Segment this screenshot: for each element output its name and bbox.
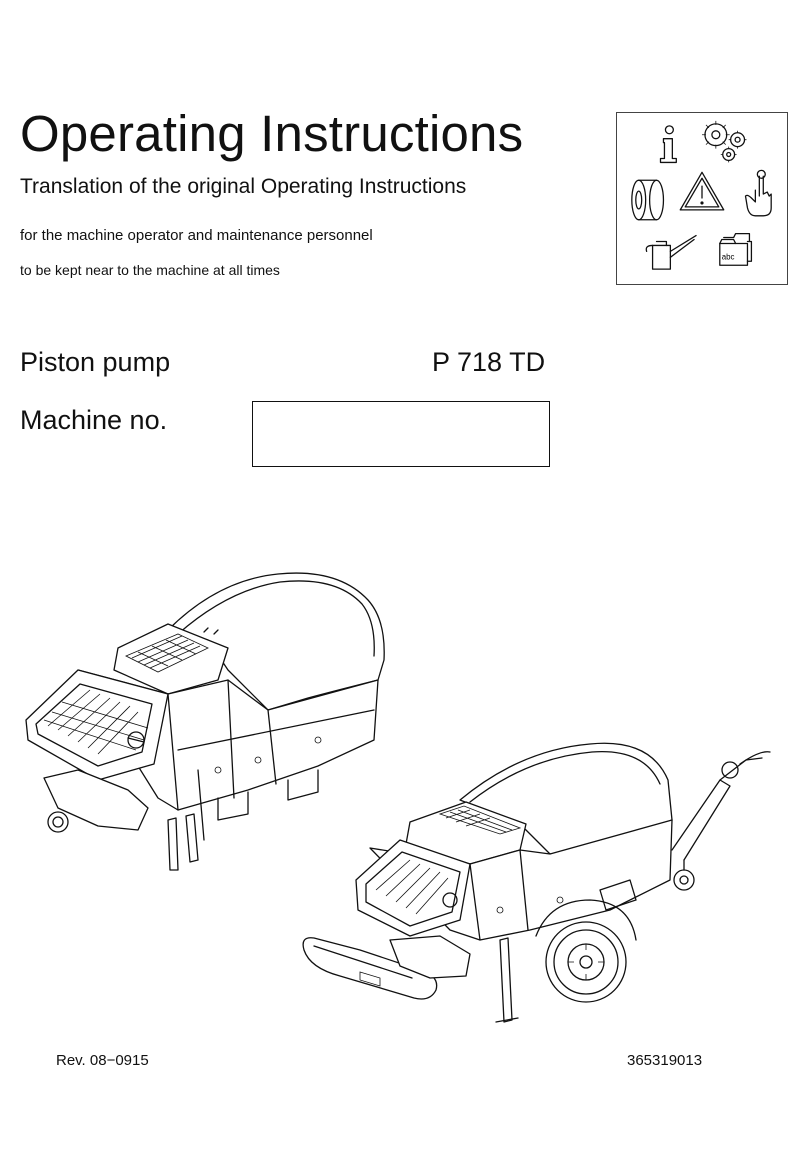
info-icon bbox=[659, 125, 677, 164]
gears-icon bbox=[702, 120, 747, 163]
document-number: 365319013 bbox=[627, 1052, 703, 1069]
document-title: Operating Instructions bbox=[20, 105, 524, 162]
tire-icon bbox=[631, 179, 665, 221]
machine-number-label: Machine no. bbox=[20, 405, 168, 435]
oil-can-icon bbox=[645, 234, 697, 270]
document-subtitle: Translation of the original Operating In… bbox=[20, 175, 467, 198]
pump-illustration-trailer bbox=[300, 740, 788, 1036]
pump-illustration-stationary bbox=[18, 570, 390, 872]
revision-label: Rev. 08−0915 bbox=[56, 1052, 149, 1069]
warning-icon bbox=[679, 171, 725, 211]
folder-icon: abc bbox=[719, 232, 753, 266]
product-model: P 718 TD bbox=[432, 347, 546, 377]
hand-pointer-icon bbox=[744, 169, 772, 217]
storage-note: to be kept near to the machine at all ti… bbox=[20, 262, 280, 278]
machine-number-field[interactable] bbox=[252, 401, 550, 467]
product-type: Piston pump bbox=[20, 347, 171, 377]
symbols-panel: abc bbox=[616, 112, 788, 285]
folder-label: abc bbox=[722, 252, 735, 261]
audience-note: for the machine operator and maintenance… bbox=[20, 227, 373, 244]
